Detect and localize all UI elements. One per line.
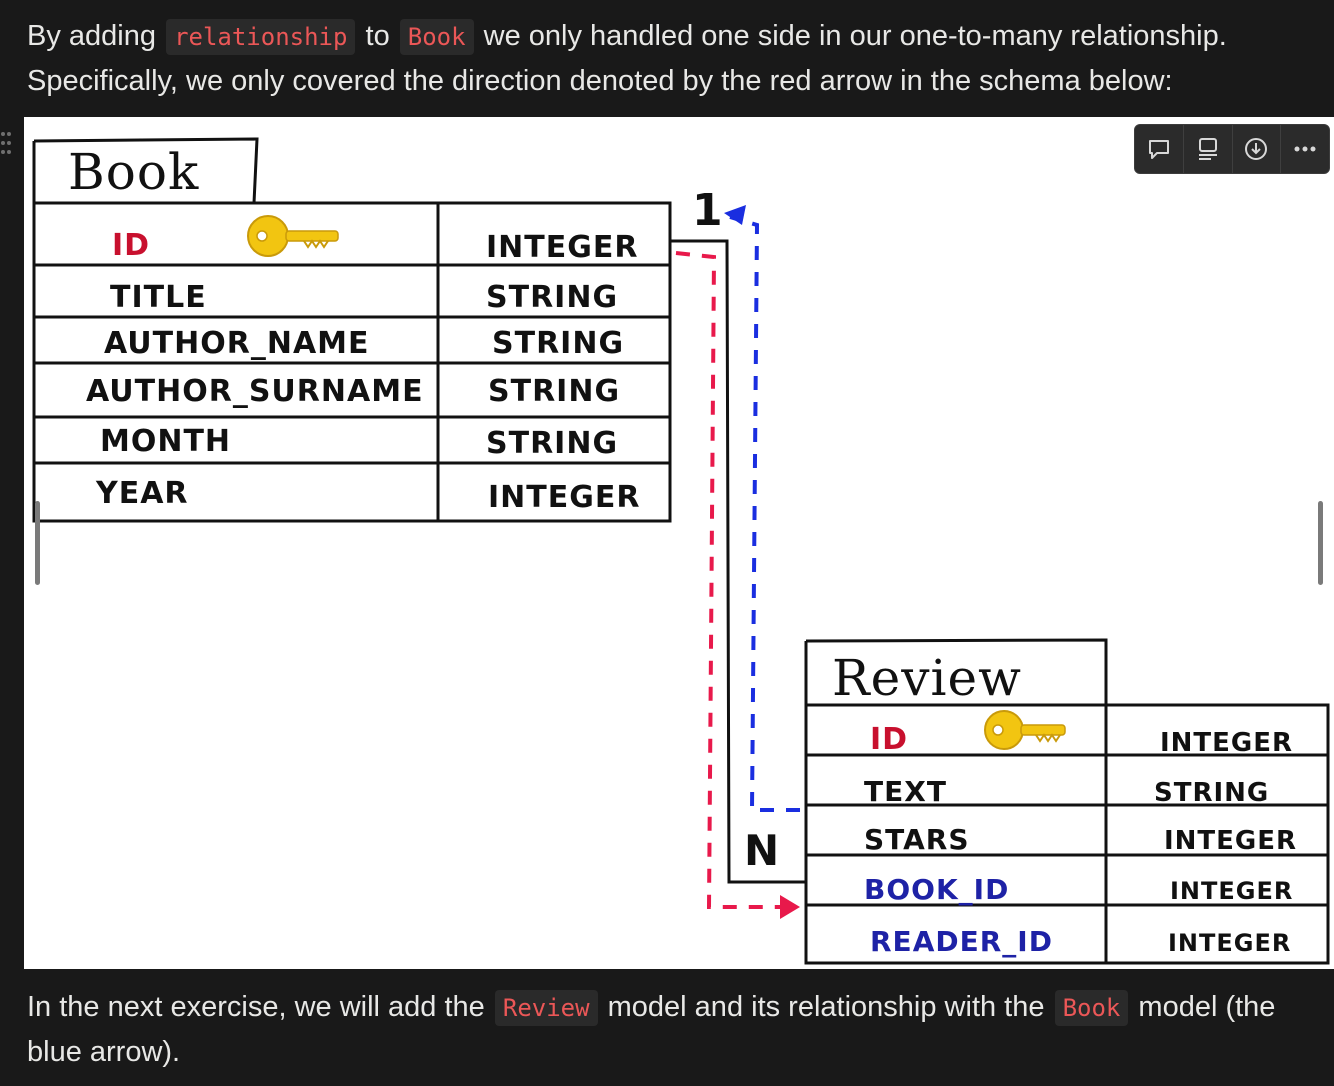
book-type-year: INTEGER: [488, 480, 640, 515]
review-field-id: ID: [870, 722, 908, 757]
book-field-id: ID: [112, 228, 150, 263]
resize-handle-right[interactable]: [1318, 501, 1323, 585]
resize-handle-left[interactable]: [35, 501, 40, 585]
book-title-box: [33, 137, 259, 204]
download-button[interactable]: [1233, 125, 1282, 173]
book-field-month: MONTH: [100, 424, 231, 459]
review-table-title: Review: [832, 649, 1022, 707]
review-title-box: [805, 638, 1108, 705]
review-type-reader-id: INTEGER: [1168, 929, 1291, 957]
block-drag-handle[interactable]: [0, 130, 12, 160]
review-field-book-id: BOOK_ID: [864, 873, 1009, 906]
book-type-author-name: STRING: [492, 326, 624, 361]
schema-image[interactable]: Book ID INTEGER TITLE STRING AUTHOR_NAME…: [24, 117, 1334, 969]
review-type-stars: INTEGER: [1164, 826, 1297, 856]
outro-text-2: model and its relationship with the: [607, 991, 1045, 1023]
more-icon: [1294, 146, 1316, 152]
review-field-text: TEXT: [864, 775, 947, 808]
review-primary-key-icon: [984, 710, 1066, 750]
review-type-text: STRING: [1154, 778, 1269, 808]
more-button[interactable]: [1281, 125, 1329, 173]
inline-code-review: Review: [494, 990, 598, 1026]
outro-text-1: In the next exercise, we will add the: [27, 991, 485, 1023]
caption-button[interactable]: [1184, 125, 1233, 173]
book-field-author-name: AUTHOR_NAME: [104, 326, 370, 361]
book-table: ID INTEGER TITLE STRING AUTHOR_NAME STRI…: [32, 201, 672, 523]
book-field-author-surname: AUTHOR_SURNAME: [86, 374, 424, 409]
intro-paragraph: By adding relationship to Book we only h…: [27, 14, 1317, 103]
review-type-book-id: INTEGER: [1170, 877, 1293, 905]
image-toolbar: [1134, 124, 1330, 174]
red-arrow: [675, 251, 800, 919]
book-field-title: TITLE: [110, 280, 207, 315]
outro-text-3: model (the blue arrow).: [27, 991, 1276, 1068]
inline-code-relationship: relationship: [166, 19, 356, 55]
book-type-id: INTEGER: [486, 230, 638, 265]
intro-text-2: to: [365, 20, 390, 52]
review-table: ID INTEGER TEXT STRING STARS INTEGER BOO…: [804, 703, 1330, 965]
schema-diagram: Book ID INTEGER TITLE STRING AUTHOR_NAME…: [32, 137, 1330, 965]
review-field-reader-id: READER_ID: [870, 925, 1053, 958]
review-field-stars: STARS: [864, 823, 970, 856]
book-type-author-surname: STRING: [488, 374, 620, 409]
book-table-title: Book: [68, 143, 199, 201]
book-type-title: STRING: [486, 280, 618, 315]
review-type-id: INTEGER: [1160, 728, 1293, 758]
caption-icon: [1198, 138, 1217, 160]
one-label: 1: [692, 185, 724, 236]
inline-code-book: Book: [399, 19, 474, 55]
book-type-month: STRING: [486, 426, 618, 461]
many-label: N: [744, 826, 780, 875]
book-primary-key-icon: [247, 215, 339, 257]
download-icon: [1245, 138, 1268, 160]
inline-code-book-2: Book: [1054, 990, 1129, 1026]
book-field-year: YEAR: [95, 476, 189, 511]
intro-text-3: we only handled one side in our one-to-m…: [27, 20, 1227, 97]
intro-text-1: By adding: [27, 20, 156, 52]
connector-line: [670, 239, 806, 884]
comment-icon: [1148, 140, 1169, 159]
outro-paragraph: In the next exercise, we will add the Re…: [27, 985, 1317, 1074]
blue-arrow: [724, 205, 800, 812]
comment-button[interactable]: [1135, 125, 1184, 173]
